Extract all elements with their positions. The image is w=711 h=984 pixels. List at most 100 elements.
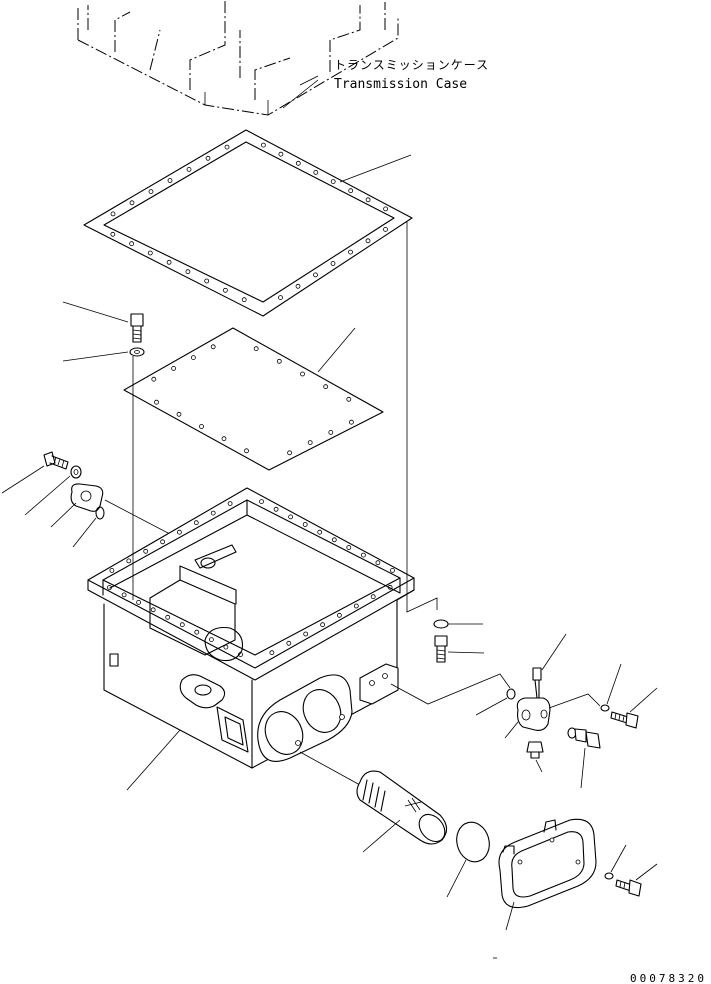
valve-washer: [600, 663, 622, 712]
transmission-case-label-jp: トランスミッションケース: [334, 58, 489, 72]
bolt-hole: [365, 197, 371, 203]
bolt-hole: [330, 261, 336, 266]
side-flange: [50, 483, 104, 528]
drain-plug: [434, 635, 485, 663]
bolt-hole: [193, 520, 199, 526]
valve-bolt-line: [548, 693, 601, 709]
side-oring: [72, 506, 105, 548]
bolt-hole: [210, 510, 216, 516]
bolt-hole: [348, 249, 353, 255]
valve-plug: [567, 727, 601, 789]
bolt-hole: [348, 188, 354, 194]
bolt-hole: [186, 166, 192, 172]
case-leader: [126, 729, 181, 791]
bolt-hole: [222, 287, 228, 293]
bolt-hole: [241, 297, 247, 303]
bolt-hole: [129, 200, 135, 206]
bolt-hole: [286, 640, 292, 646]
bolt-hole: [166, 259, 172, 265]
bolt-hole: [126, 558, 132, 564]
drain-washer: [433, 619, 483, 629]
bolt-hole: [303, 631, 309, 637]
bolt-hole: [224, 144, 230, 150]
bolt-hole: [185, 269, 191, 275]
bolt-hole: [278, 151, 284, 157]
bolt-hole: [227, 501, 233, 507]
valve-fitting: [526, 741, 544, 773]
bolt-hole: [313, 272, 318, 278]
bolt-hole: [204, 278, 210, 284]
bolt-hole: [259, 499, 264, 505]
bolt-hole: [210, 344, 216, 350]
strainer-cover: [498, 818, 597, 931]
bolt-hole: [390, 568, 395, 573]
bolt-hole: [320, 622, 326, 628]
valve-oring: [475, 688, 516, 716]
bolt-hole: [205, 155, 211, 161]
bolt-hole: [253, 346, 259, 352]
bolt-hole: [110, 231, 116, 237]
gasket: [83, 129, 413, 317]
oil-pan-case: [87, 487, 415, 791]
bolt-hole: [336, 612, 342, 618]
bolt-hole: [365, 238, 371, 244]
bolt-hole: [194, 629, 200, 635]
transmission-case-label-en: Transmission Case: [334, 77, 467, 92]
cover-bolt: [62, 301, 144, 343]
cover-washer-small: [604, 844, 627, 880]
bolt-hole: [121, 592, 127, 598]
side-washer: [24, 465, 82, 516]
bolt-hole: [353, 603, 359, 609]
strainer: [356, 770, 448, 853]
cover-washer: [62, 347, 145, 362]
bolt-hole: [129, 241, 135, 247]
bolt-hole: [278, 295, 283, 301]
bolt-hole: [171, 365, 177, 371]
bolt-hole: [348, 419, 354, 425]
bolt-hole: [148, 189, 154, 195]
bolt-hole: [313, 169, 319, 175]
strainer-assembly-line: [299, 751, 361, 786]
bolt-hole: [269, 650, 275, 656]
bolt-hole: [150, 607, 156, 613]
bolt-hole: [276, 358, 282, 364]
cover-bolt-small: [615, 863, 658, 897]
bolt-hole: [221, 436, 227, 442]
transmission-case-phantom: [77, 0, 399, 116]
bolt-hole: [176, 411, 182, 417]
bolt-hole: [110, 211, 116, 217]
bolt-hole: [273, 506, 279, 512]
bolt-hole: [176, 529, 182, 535]
case-leader-line: [282, 79, 319, 109]
bolt-hole: [244, 448, 249, 454]
bolt-hole: [179, 622, 185, 628]
bolt-hole: [360, 552, 366, 558]
bolt-hole: [208, 637, 214, 642]
valve-bolt: [610, 687, 658, 729]
bolt-hole: [109, 568, 115, 573]
bolt-hole: [190, 355, 196, 361]
drain-assembly-line: [406, 597, 438, 613]
bolt-hole: [383, 226, 388, 232]
cover-plate: [123, 327, 384, 471]
bolt-hole: [147, 250, 153, 256]
bolt-hole: [143, 548, 149, 554]
bolt-hole: [302, 522, 308, 527]
bolt-hole: [136, 600, 142, 605]
bolt-hole: [288, 514, 294, 520]
side-bolt: [1, 451, 69, 494]
bolt-hole: [323, 384, 329, 390]
bolt-hole: [370, 594, 376, 600]
drawing-code: 00078320: [630, 972, 707, 984]
valve-assembly-line: [390, 673, 511, 705]
bolt-hole: [383, 206, 389, 212]
valve-pin: [532, 633, 567, 699]
bolt-hole: [160, 539, 166, 545]
bolt-hole: [151, 376, 157, 382]
plate-leader: [317, 327, 356, 373]
bolt-hole: [300, 371, 305, 377]
bolt-hole: [317, 529, 323, 535]
bolt-hole: [295, 160, 301, 166]
bolt-hole: [154, 399, 159, 405]
